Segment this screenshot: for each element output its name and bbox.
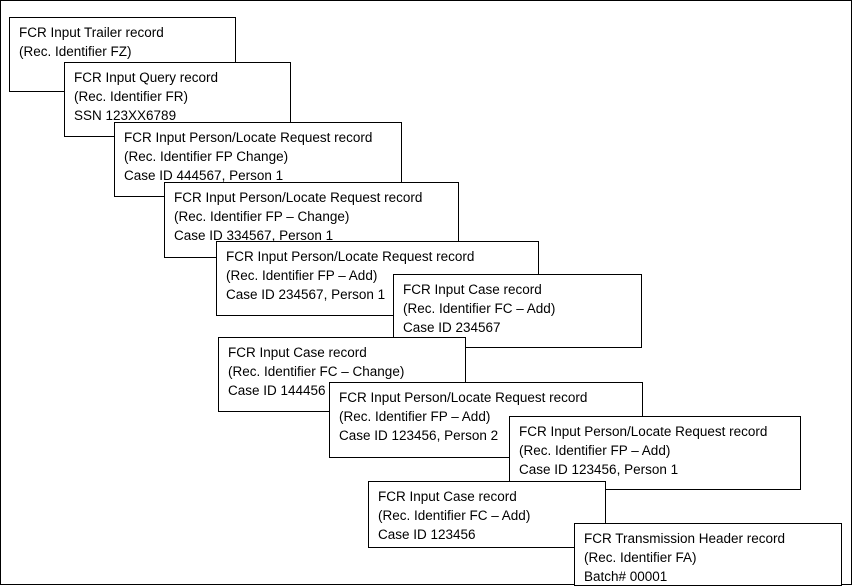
record-identifier: (Rec. Identifier FC – Add) <box>378 508 531 523</box>
record-identifier: (Rec. Identifier FP – Change) <box>174 209 350 224</box>
record-identifier: (Rec. Identifier FP – Add) <box>519 443 671 458</box>
record-title: FCR Input Person/Locate Request record <box>124 130 373 145</box>
record-identifier: (Rec. Identifier FC – Add) <box>403 301 556 316</box>
record-title: FCR Input Person/Locate Request record <box>519 424 768 439</box>
record-identifier: (Rec. Identifier FP – Add) <box>339 409 491 424</box>
record-detail: Case ID 144456 <box>228 383 326 398</box>
record-box-person-123456-p2: FCR Input Person/Locate Request record (… <box>329 382 643 458</box>
record-title: FCR Input Case record <box>228 345 367 360</box>
record-title: FCR Input Person/Locate Request record <box>226 249 475 264</box>
record-identifier: (Rec. Identifier FA) <box>584 550 697 565</box>
record-title: FCR Input Person/Locate Request record <box>174 190 423 205</box>
record-detail: Case ID 123456 <box>378 527 476 542</box>
record-detail: Case ID 234567, Person 1 <box>226 287 386 302</box>
record-identifier: (Rec. Identifier FP – Add) <box>226 268 378 283</box>
record-detail: Batch# 00001 <box>584 569 668 584</box>
record-title: FCR Input Query record <box>74 70 219 85</box>
record-title: FCR Input Person/Locate Request record <box>339 390 588 405</box>
record-title: FCR Input Case record <box>403 282 542 297</box>
record-detail: Case ID 123456, Person 2 <box>339 428 499 443</box>
record-box-case-123456: FCR Input Case record (Rec. Identifier F… <box>368 481 606 548</box>
record-title: FCR Transmission Header record <box>584 531 786 546</box>
record-detail: Case ID 334567, Person 1 <box>174 228 334 243</box>
record-identifier: (Rec. Identifier FC – Change) <box>228 364 405 379</box>
record-identifier: (Rec. Identifier FP Change) <box>124 149 289 164</box>
record-identifier: (Rec. Identifier FZ) <box>19 44 132 59</box>
record-detail: Case ID 444567, Person 1 <box>124 168 284 183</box>
record-box-header: FCR Transmission Header record (Rec. Ide… <box>574 523 842 586</box>
record-detail: Case ID 123456, Person 1 <box>519 462 679 477</box>
record-box-person-123456-p1: FCR Input Person/Locate Request record (… <box>509 416 801 490</box>
record-identifier: (Rec. Identifier FR) <box>74 89 189 104</box>
record-box-case-234567: FCR Input Case record (Rec. Identifier F… <box>393 274 642 348</box>
record-detail: SSN 123XX6789 <box>74 108 177 123</box>
record-title: FCR Input Trailer record <box>19 25 164 40</box>
record-detail: Case ID 234567 <box>403 320 501 335</box>
record-title: FCR Input Case record <box>378 489 517 504</box>
